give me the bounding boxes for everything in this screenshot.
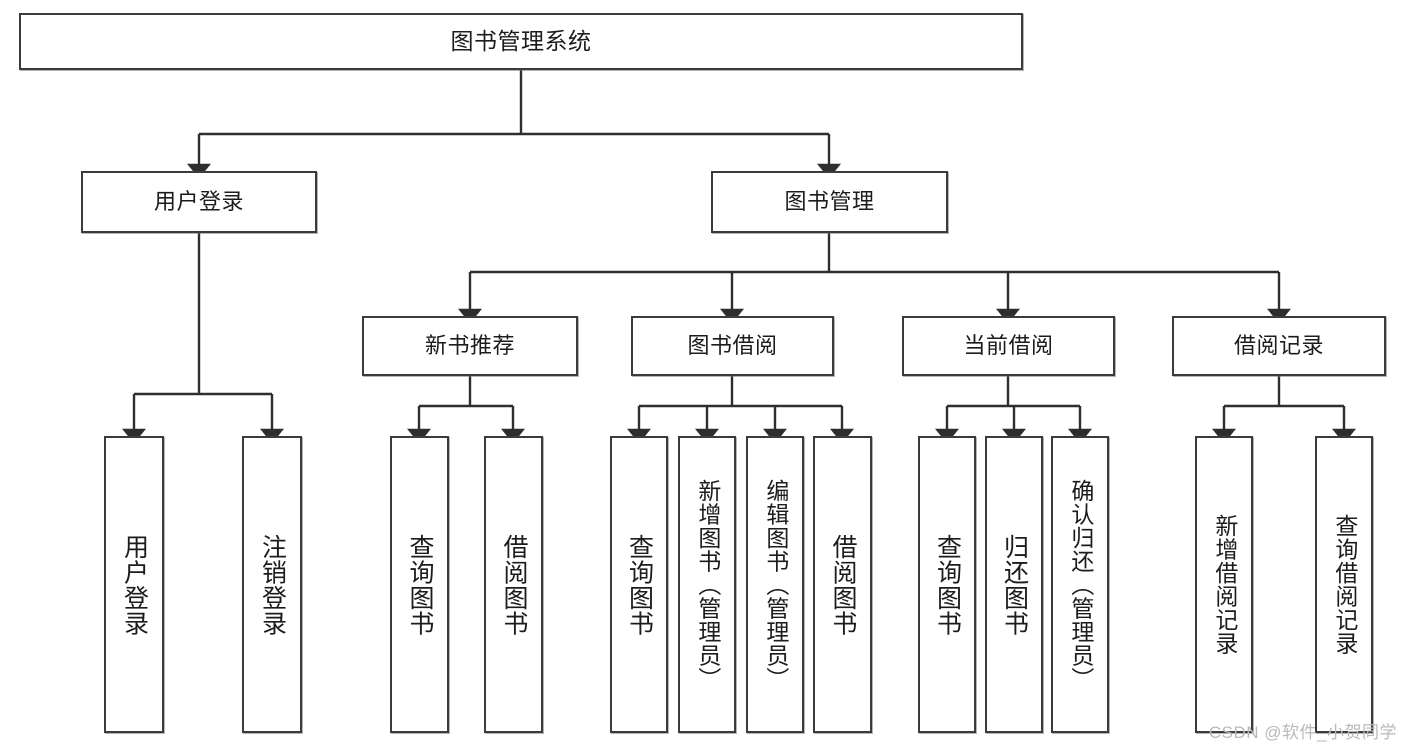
connector-conn-root <box>187 70 841 179</box>
connector-conn-current-borrow <box>935 376 1092 444</box>
node-leaf-query-2[interactable]: 查询图书 <box>610 436 668 733</box>
node-label-book-borrow: 图书借阅 <box>687 332 778 358</box>
node-label-leaf-query-rec: 查询借阅记录 <box>1331 514 1358 655</box>
node-leaf-borrow-1[interactable]: 借阅图书 <box>484 436 543 733</box>
node-leaf-logout[interactable]: 注销登录 <box>242 436 302 733</box>
connector-conn-user-login <box>122 233 284 444</box>
node-leaf-borrow-2[interactable]: 借阅图书 <box>813 436 872 733</box>
node-current-borrow[interactable]: 当前借阅 <box>902 316 1115 376</box>
node-label-leaf-return: 归还图书 <box>1000 533 1029 636</box>
node-book-borrow[interactable]: 图书借阅 <box>631 316 834 376</box>
node-label-user-login: 用户登录 <box>153 188 244 214</box>
node-label-leaf-borrow-2: 借阅图书 <box>829 533 857 636</box>
node-label-leaf-user-login: 用户登录 <box>120 533 149 636</box>
node-label-leaf-borrow-1: 借阅图书 <box>500 533 528 636</box>
node-label-leaf-query-2: 查询图书 <box>625 533 654 636</box>
node-label-leaf-query-1: 查询图书 <box>406 533 434 636</box>
node-leaf-query-rec[interactable]: 查询借阅记录 <box>1315 436 1373 733</box>
node-label-leaf-add-rec: 新增借阅记录 <box>1211 514 1238 655</box>
node-label-borrow-record: 借阅记录 <box>1233 332 1324 358</box>
node-label-leaf-confirm: 确认归还（管理员） <box>1067 478 1094 691</box>
node-label-book-manage: 图书管理 <box>784 188 875 214</box>
node-leaf-add-book[interactable]: 新增图书（管理员） <box>678 436 736 733</box>
node-leaf-query-3[interactable]: 查询图书 <box>918 436 976 733</box>
node-label-current-borrow: 当前借阅 <box>963 332 1054 358</box>
node-label-new-book-rec: 新书推荐 <box>424 332 515 358</box>
node-leaf-return[interactable]: 归还图书 <box>985 436 1043 733</box>
node-leaf-add-rec[interactable]: 新增借阅记录 <box>1195 436 1253 733</box>
watermark-text: CSDN @软件_小贺同学 <box>1208 723 1397 742</box>
node-book-manage[interactable]: 图书管理 <box>711 171 948 233</box>
node-leaf-confirm[interactable]: 确认归还（管理员） <box>1051 436 1109 733</box>
connector-conn-borrow-record <box>1212 376 1356 444</box>
node-label-leaf-logout: 注销登录 <box>258 533 287 636</box>
node-label-leaf-edit-book: 编辑图书（管理员） <box>762 478 789 691</box>
node-leaf-query-1[interactable]: 查询图书 <box>390 436 449 733</box>
node-borrow-record[interactable]: 借阅记录 <box>1172 316 1386 376</box>
node-label-leaf-query-3: 查询图书 <box>933 533 962 636</box>
node-label-root: 图书管理系统 <box>450 28 592 55</box>
node-user-login[interactable]: 用户登录 <box>81 171 317 233</box>
node-leaf-user-login[interactable]: 用户登录 <box>104 436 164 733</box>
node-label-leaf-add-book: 新增图书（管理员） <box>694 478 721 691</box>
node-leaf-edit-book[interactable]: 编辑图书（管理员） <box>746 436 804 733</box>
node-new-book-rec[interactable]: 新书推荐 <box>362 316 578 376</box>
connector-conn-book-borrow <box>627 376 854 444</box>
node-root[interactable]: 图书管理系统 <box>19 13 1023 70</box>
connector-conn-new-book-rec <box>407 376 525 444</box>
connector-conn-book-manage <box>458 233 1291 324</box>
